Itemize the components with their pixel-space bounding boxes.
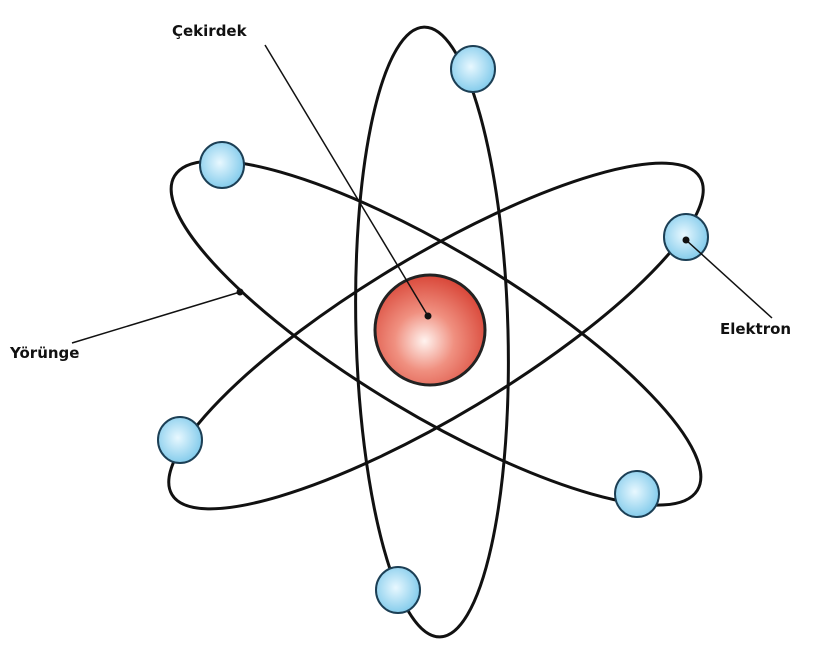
nucleus	[373, 273, 487, 387]
orbit-pointer	[71, 291, 241, 344]
electron-label: Elektron	[720, 320, 792, 338]
orbit-ascending	[167, 161, 705, 511]
electron	[450, 45, 496, 93]
orbit-label: Yörünge	[10, 344, 80, 362]
electron-pointer	[685, 239, 773, 319]
electron	[157, 416, 203, 464]
electron	[199, 141, 245, 189]
electron	[614, 470, 660, 518]
orbit-vertical	[354, 25, 510, 639]
nucleus-pointer	[264, 44, 429, 317]
electron	[375, 566, 421, 614]
orbit-descending	[169, 159, 703, 507]
nucleus-label: Çekirdek	[172, 22, 247, 40]
